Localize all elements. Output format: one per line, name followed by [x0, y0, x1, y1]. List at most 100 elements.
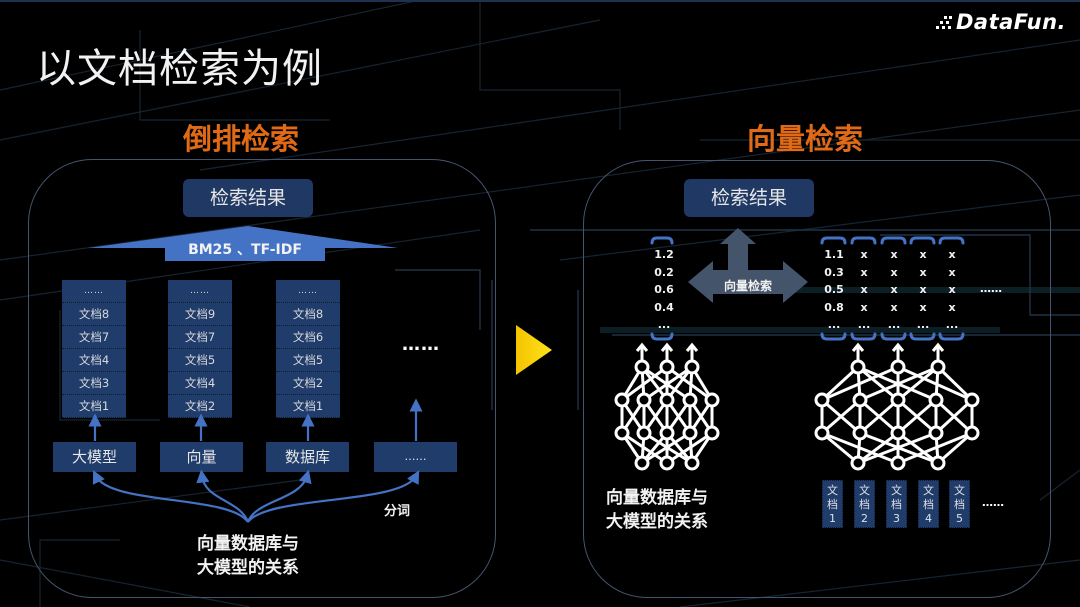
more-vectors-ellipsis: ……	[980, 282, 1002, 295]
posting-cell: 文档4	[62, 349, 126, 372]
algorithm-label: BM25 、TF-IDF	[188, 242, 302, 258]
doc-vector-value: ...	[827, 318, 841, 331]
doc-vector-value: x	[948, 283, 956, 296]
posting-cell: 文档7	[168, 326, 232, 349]
inverted-panel	[28, 159, 496, 598]
query-vector-value: 1.2	[654, 248, 674, 261]
doc-vector-value: x	[890, 248, 898, 261]
inverted-section-title: 倒排检索	[183, 122, 300, 156]
doc-char: 档	[859, 498, 870, 511]
doc-char: 文	[891, 484, 902, 497]
doc-char: 档	[891, 498, 902, 511]
posting-cell: 文档2	[276, 372, 340, 395]
slide-title: 以文档检索为例	[36, 46, 323, 92]
posting-list-column: …… 文档8 文档6 文档5 文档2 文档1	[276, 280, 340, 418]
document-box: 文 档 1	[822, 480, 843, 528]
vector-bracket-bottom	[909, 332, 936, 341]
document-box: 文 档 4	[918, 480, 939, 528]
vector-bracket-bottom	[938, 332, 965, 341]
term-box: 向量	[160, 442, 243, 472]
doc-number: 1	[829, 512, 836, 525]
tokenize-arrow	[246, 469, 312, 523]
vector-bracket-bottom	[850, 332, 877, 341]
term-box: 数据库	[266, 442, 349, 472]
doc-char: 文	[859, 484, 870, 497]
vector-bracket-top	[820, 236, 847, 245]
posting-cell: 文档8	[62, 303, 126, 326]
doc-vector-value: x	[919, 283, 927, 296]
vector-search-arrow-shape	[688, 228, 808, 303]
tokenize-arrow	[92, 470, 249, 523]
doc-char: 文	[923, 484, 934, 497]
posting-cell: 文档7	[62, 326, 126, 349]
posting-list-column: …… 文档9 文档7 文档5 文档4 文档2	[168, 280, 232, 418]
vector-result-box: 检索结果	[684, 179, 814, 217]
doc-number: 5	[956, 512, 963, 525]
doc-vector-value: x	[948, 248, 956, 261]
doc-char: 档	[954, 498, 965, 511]
neural-network-icon	[614, 342, 720, 471]
posting-list-column: …… 文档8 文档7 文档4 文档3 文档1	[62, 280, 126, 418]
posting-cell: 文档4	[168, 372, 232, 395]
posting-cell: ……	[168, 280, 232, 303]
query-vector-value: 0.6	[654, 283, 674, 296]
term-box: 大模型	[53, 442, 136, 472]
doc-vector-value: 0.8	[824, 301, 844, 314]
doc-vector-value: x	[919, 266, 927, 279]
tokenize-arrow	[247, 470, 420, 523]
document-box: 文 档 3	[886, 480, 907, 528]
query-line: 大模型的关系	[197, 558, 299, 578]
doc-vector-value: ...	[857, 318, 871, 331]
posting-cell: 文档6	[276, 326, 340, 349]
tokenize-arrow	[196, 469, 250, 523]
vector-section-title: 向量检索	[747, 122, 864, 156]
query-line: 向量数据库与	[197, 534, 299, 554]
doc-vector-value: x	[890, 266, 898, 279]
doc-vector-value: x	[919, 301, 927, 314]
vector-query-text: 向量数据库与 大模型的关系	[606, 486, 730, 534]
datafun-logo: DataFun.	[936, 10, 1067, 34]
doc-vector-value: 0.3	[824, 266, 844, 279]
doc-vector-value: ...	[916, 318, 930, 331]
doc-vector-value: x	[860, 283, 868, 296]
posting-cell: 文档2	[168, 395, 232, 418]
vector-panel	[583, 160, 1051, 598]
posting-cell: 文档8	[276, 303, 340, 326]
vector-search-label: 向量检索	[723, 279, 772, 293]
term-box: ……	[374, 442, 457, 472]
posting-cell: 文档9	[168, 303, 232, 326]
doc-char: 文	[954, 484, 965, 497]
doc-vector-value: x	[860, 266, 868, 279]
vector-bracket-bottom	[820, 332, 847, 341]
doc-vector-value: x	[860, 248, 868, 261]
posting-cell: 文档3	[62, 372, 126, 395]
doc-char: 文	[827, 484, 838, 497]
doc-vector-value: x	[919, 248, 927, 261]
doc-vector-value: x	[860, 301, 868, 314]
query-vector-value: 0.2	[654, 266, 674, 279]
logo-text: DataFun.	[956, 10, 1067, 34]
doc-vector-value: x	[948, 301, 956, 314]
logo-dots-icon	[936, 16, 952, 29]
vector-bracket-top	[880, 236, 907, 245]
doc-char: 档	[827, 498, 838, 511]
doc-vector-value: x	[890, 301, 898, 314]
posting-cell: 文档5	[276, 349, 340, 372]
doc-vector-value: x	[948, 266, 956, 279]
top-border-line	[0, 0, 1080, 2]
query-line: 向量数据库与	[606, 488, 708, 508]
posting-cell: ……	[62, 280, 126, 303]
vector-bracket-top	[938, 236, 965, 245]
more-columns-ellipsis: ……	[402, 334, 440, 355]
query-vector-value: ...	[657, 318, 671, 331]
posting-cell: 文档5	[168, 349, 232, 372]
inverted-query-text: 向量数据库与 大模型的关系	[180, 532, 316, 580]
document-box: 文 档 5	[949, 480, 970, 528]
document-box: 文 档 2	[854, 480, 875, 528]
doc-vector-value: ...	[945, 318, 959, 331]
neural-network-icon	[814, 342, 980, 471]
posting-cell: 文档1	[62, 395, 126, 418]
